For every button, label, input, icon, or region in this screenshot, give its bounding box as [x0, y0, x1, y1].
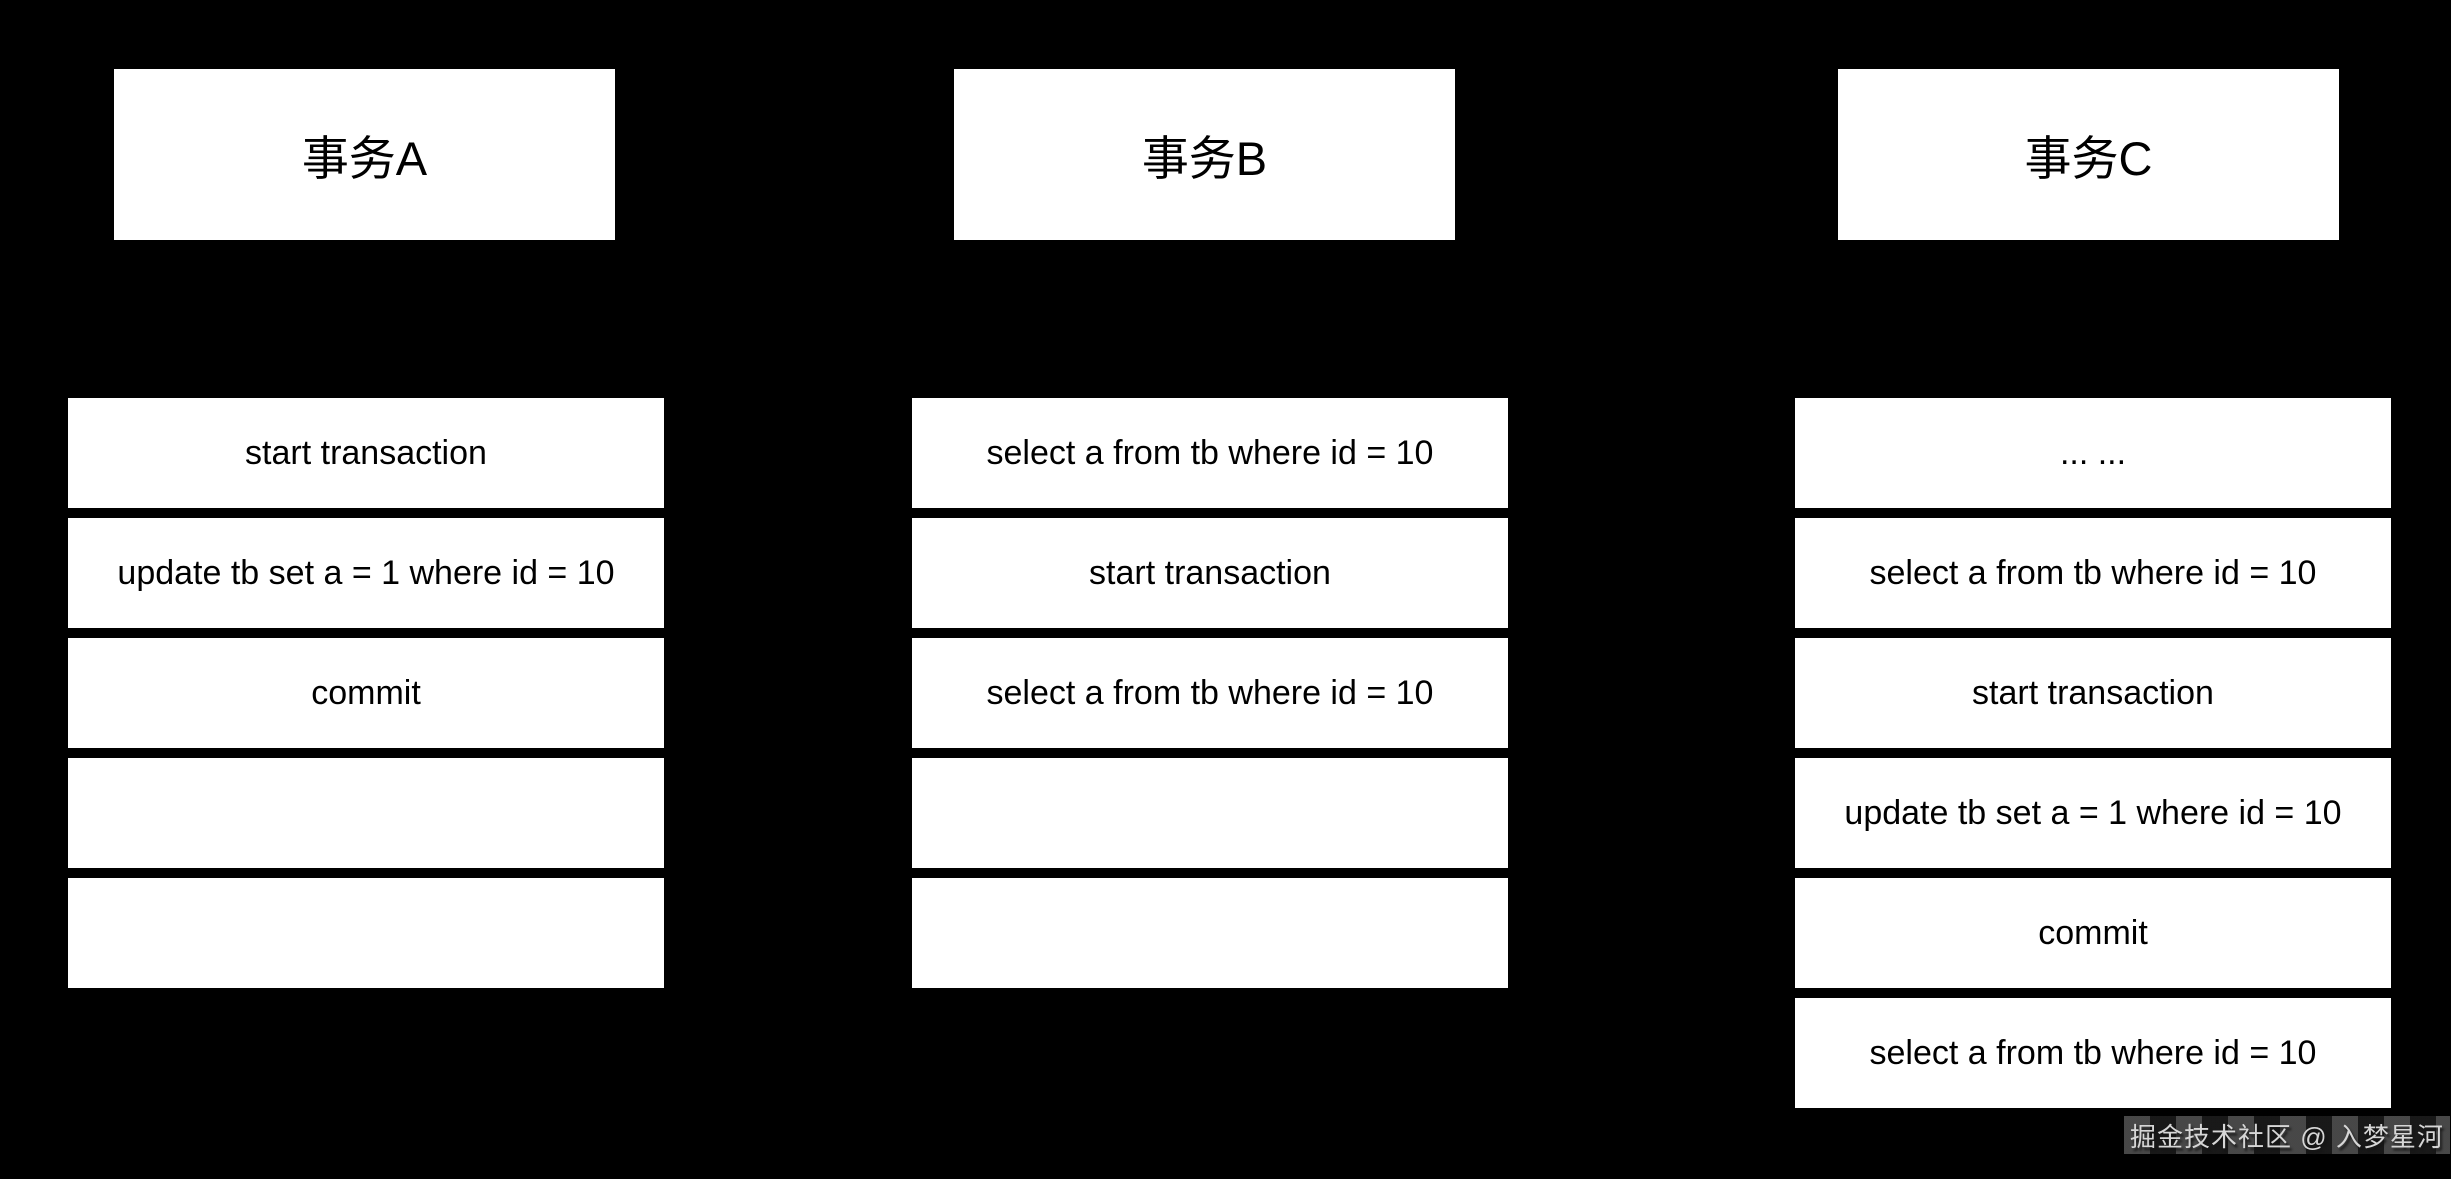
transaction-a-title: 事务A [301, 132, 428, 185]
statement-text: ... ... [2059, 433, 2127, 472]
statement-text: select a from tb where id = 10 [1869, 1033, 2317, 1072]
transaction-a-step-4-empty [66, 756, 666, 870]
transaction-b-title: 事务B [1141, 132, 1268, 185]
watermark-text: 掘金技术社区 @ 入梦星河 [2130, 1121, 2444, 1152]
transaction-b-step-5-empty [910, 876, 1510, 990]
transaction-a-step-1: start transaction [66, 396, 666, 510]
transaction-c-title: 事务C [2024, 132, 2153, 185]
transaction-c-header: 事务C [1836, 67, 2341, 242]
watermark: 掘金技术社区 @ 入梦星河 [2124, 1116, 2450, 1154]
transaction-c-step-2: select a from tb where id = 10 [1793, 516, 2393, 630]
transaction-c-step-3: start transaction [1793, 636, 2393, 750]
transaction-a-header: 事务A [112, 67, 617, 242]
transaction-c-step-4: update tb set a = 1 where id = 10 [1793, 756, 2393, 870]
statement-text: select a from tb where id = 10 [986, 673, 1434, 712]
transaction-b-step-4-empty [910, 756, 1510, 870]
statement-text: select a from tb where id = 10 [1869, 553, 2317, 592]
transaction-b-step-2: start transaction [910, 516, 1510, 630]
transaction-c-step-6: select a from tb where id = 10 [1793, 996, 2393, 1110]
statement-text: start transaction [1972, 673, 2214, 712]
statement-text: start transaction [1089, 553, 1331, 592]
statement-text: update tb set a = 1 where id = 10 [1844, 793, 2342, 832]
transaction-c-step-1: ... ... [1793, 396, 2393, 510]
statement-text: start transaction [245, 433, 487, 472]
statement-text: commit [2038, 913, 2148, 952]
transaction-a-step-3: commit [66, 636, 666, 750]
transaction-b-header: 事务B [952, 67, 1457, 242]
transaction-c-step-5: commit [1793, 876, 2393, 990]
transaction-a-step-5-empty [66, 876, 666, 990]
statement-text: commit [311, 673, 421, 712]
transaction-a-step-2: update tb set a = 1 where id = 10 [66, 516, 666, 630]
statement-text: select a from tb where id = 10 [986, 433, 1434, 472]
statement-text: update tb set a = 1 where id = 10 [117, 553, 615, 592]
transaction-b-step-1: select a from tb where id = 10 [910, 396, 1510, 510]
transaction-b-step-3: select a from tb where id = 10 [910, 636, 1510, 750]
